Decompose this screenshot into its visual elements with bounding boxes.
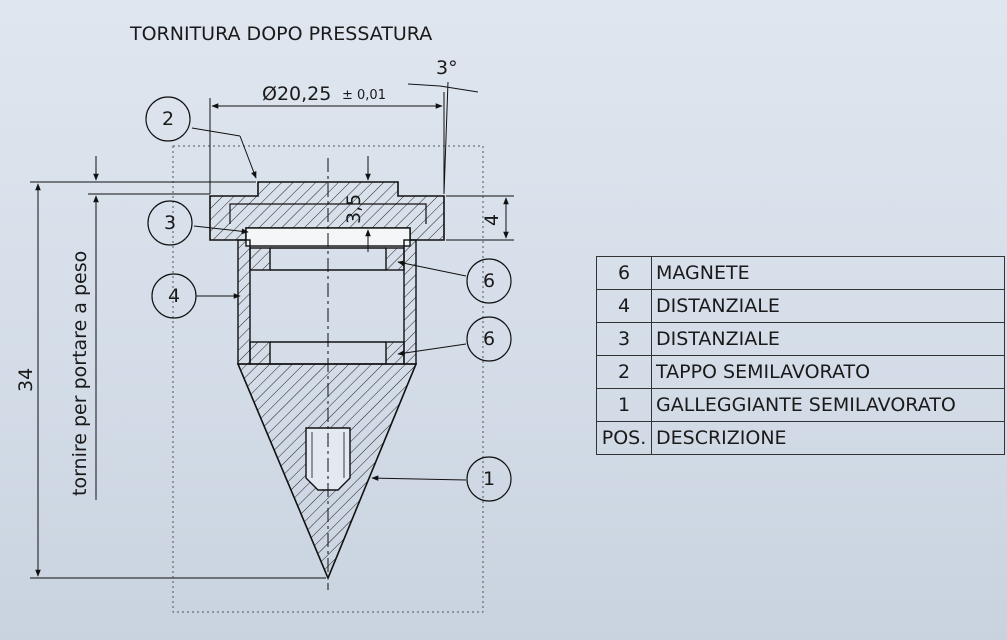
view-boundary	[172, 145, 484, 613]
drawing-title: TORNITURA DOPO PRESSATURA	[129, 23, 432, 45]
magnet-upper-right	[385, 247, 405, 271]
angle-line-a	[443, 81, 449, 195]
magnet-lower-left	[249, 341, 271, 365]
table-row: 4 DISTANZIALE	[596, 289, 1005, 323]
parts-desc-cell: MAGNETE	[651, 256, 1005, 290]
parts-list-header: POS. DESCRIZIONE	[596, 421, 1005, 455]
balloon-6b: 6	[466, 316, 512, 362]
dim-angle-value: 3°	[436, 57, 458, 79]
parts-pos-cell: 3	[596, 322, 652, 356]
svg-text:2: 2	[162, 108, 174, 130]
angle-line-b	[439, 85, 479, 93]
magnet-upper-left	[249, 247, 271, 271]
svg-text:3: 3	[164, 212, 176, 234]
balloon-2: 2	[145, 96, 191, 142]
svg-text:6: 6	[483, 270, 495, 292]
balloon-6a: 6	[466, 258, 512, 304]
leader-3	[193, 225, 249, 235]
table-row: 1 GALLEGGIANTE SEMILAVORATO	[596, 388, 1005, 422]
parts-desc-cell: DISTANZIALE	[651, 289, 1005, 323]
dim-3-5-value: 3,5	[343, 194, 365, 224]
balloon-1: 1	[466, 456, 512, 502]
leader-1	[371, 475, 467, 481]
body-wall-left	[237, 239, 251, 365]
parts-desc-cell: GALLEGGIANTE SEMILAVORATO	[651, 388, 1005, 422]
parts-pos-cell: 2	[596, 355, 652, 389]
leader-6b	[397, 343, 467, 356]
dim-diameter-value: Ø20,25	[262, 83, 331, 105]
magnet-lower-right	[385, 341, 405, 365]
svg-text:1: 1	[483, 468, 495, 490]
leader-2	[191, 127, 241, 137]
table-row: 3 DISTANZIALE	[596, 322, 1005, 356]
table-row: 6 MAGNETE	[596, 256, 1005, 290]
table-row: 2 TAPPO SEMILAVORATO	[596, 355, 1005, 389]
svg-text:4: 4	[168, 285, 180, 307]
parts-pos-cell: 4	[596, 289, 652, 323]
parts-desc-cell: DISTANZIALE	[651, 322, 1005, 356]
leader-6a	[397, 260, 467, 277]
parts-list-table: 6 MAGNETE 4 DISTANZIALE 3 DISTANZIALE 2 …	[596, 256, 1005, 455]
parts-pos-cell: 6	[596, 256, 652, 290]
balloon-4: 4	[151, 273, 197, 319]
parts-desc-cell: TAPPO SEMILAVORATO	[651, 355, 1005, 389]
dim-diameter-tolerance: ± 0,01	[342, 88, 386, 103]
dim-4-value: 4	[481, 214, 503, 226]
svg-text:6: 6	[483, 328, 495, 350]
header-desc-cell: DESCRIZIONE	[651, 421, 1005, 455]
header-pos-cell: POS.	[596, 421, 652, 455]
angle-line-c	[407, 83, 441, 87]
body-wall-right	[403, 239, 417, 365]
dim-34-value: 34	[15, 368, 37, 392]
note-text: tornire per portare a peso	[69, 251, 91, 496]
parts-pos-cell: 1	[596, 388, 652, 422]
balloon-3: 3	[147, 200, 193, 246]
leader-2b	[239, 135, 257, 179]
